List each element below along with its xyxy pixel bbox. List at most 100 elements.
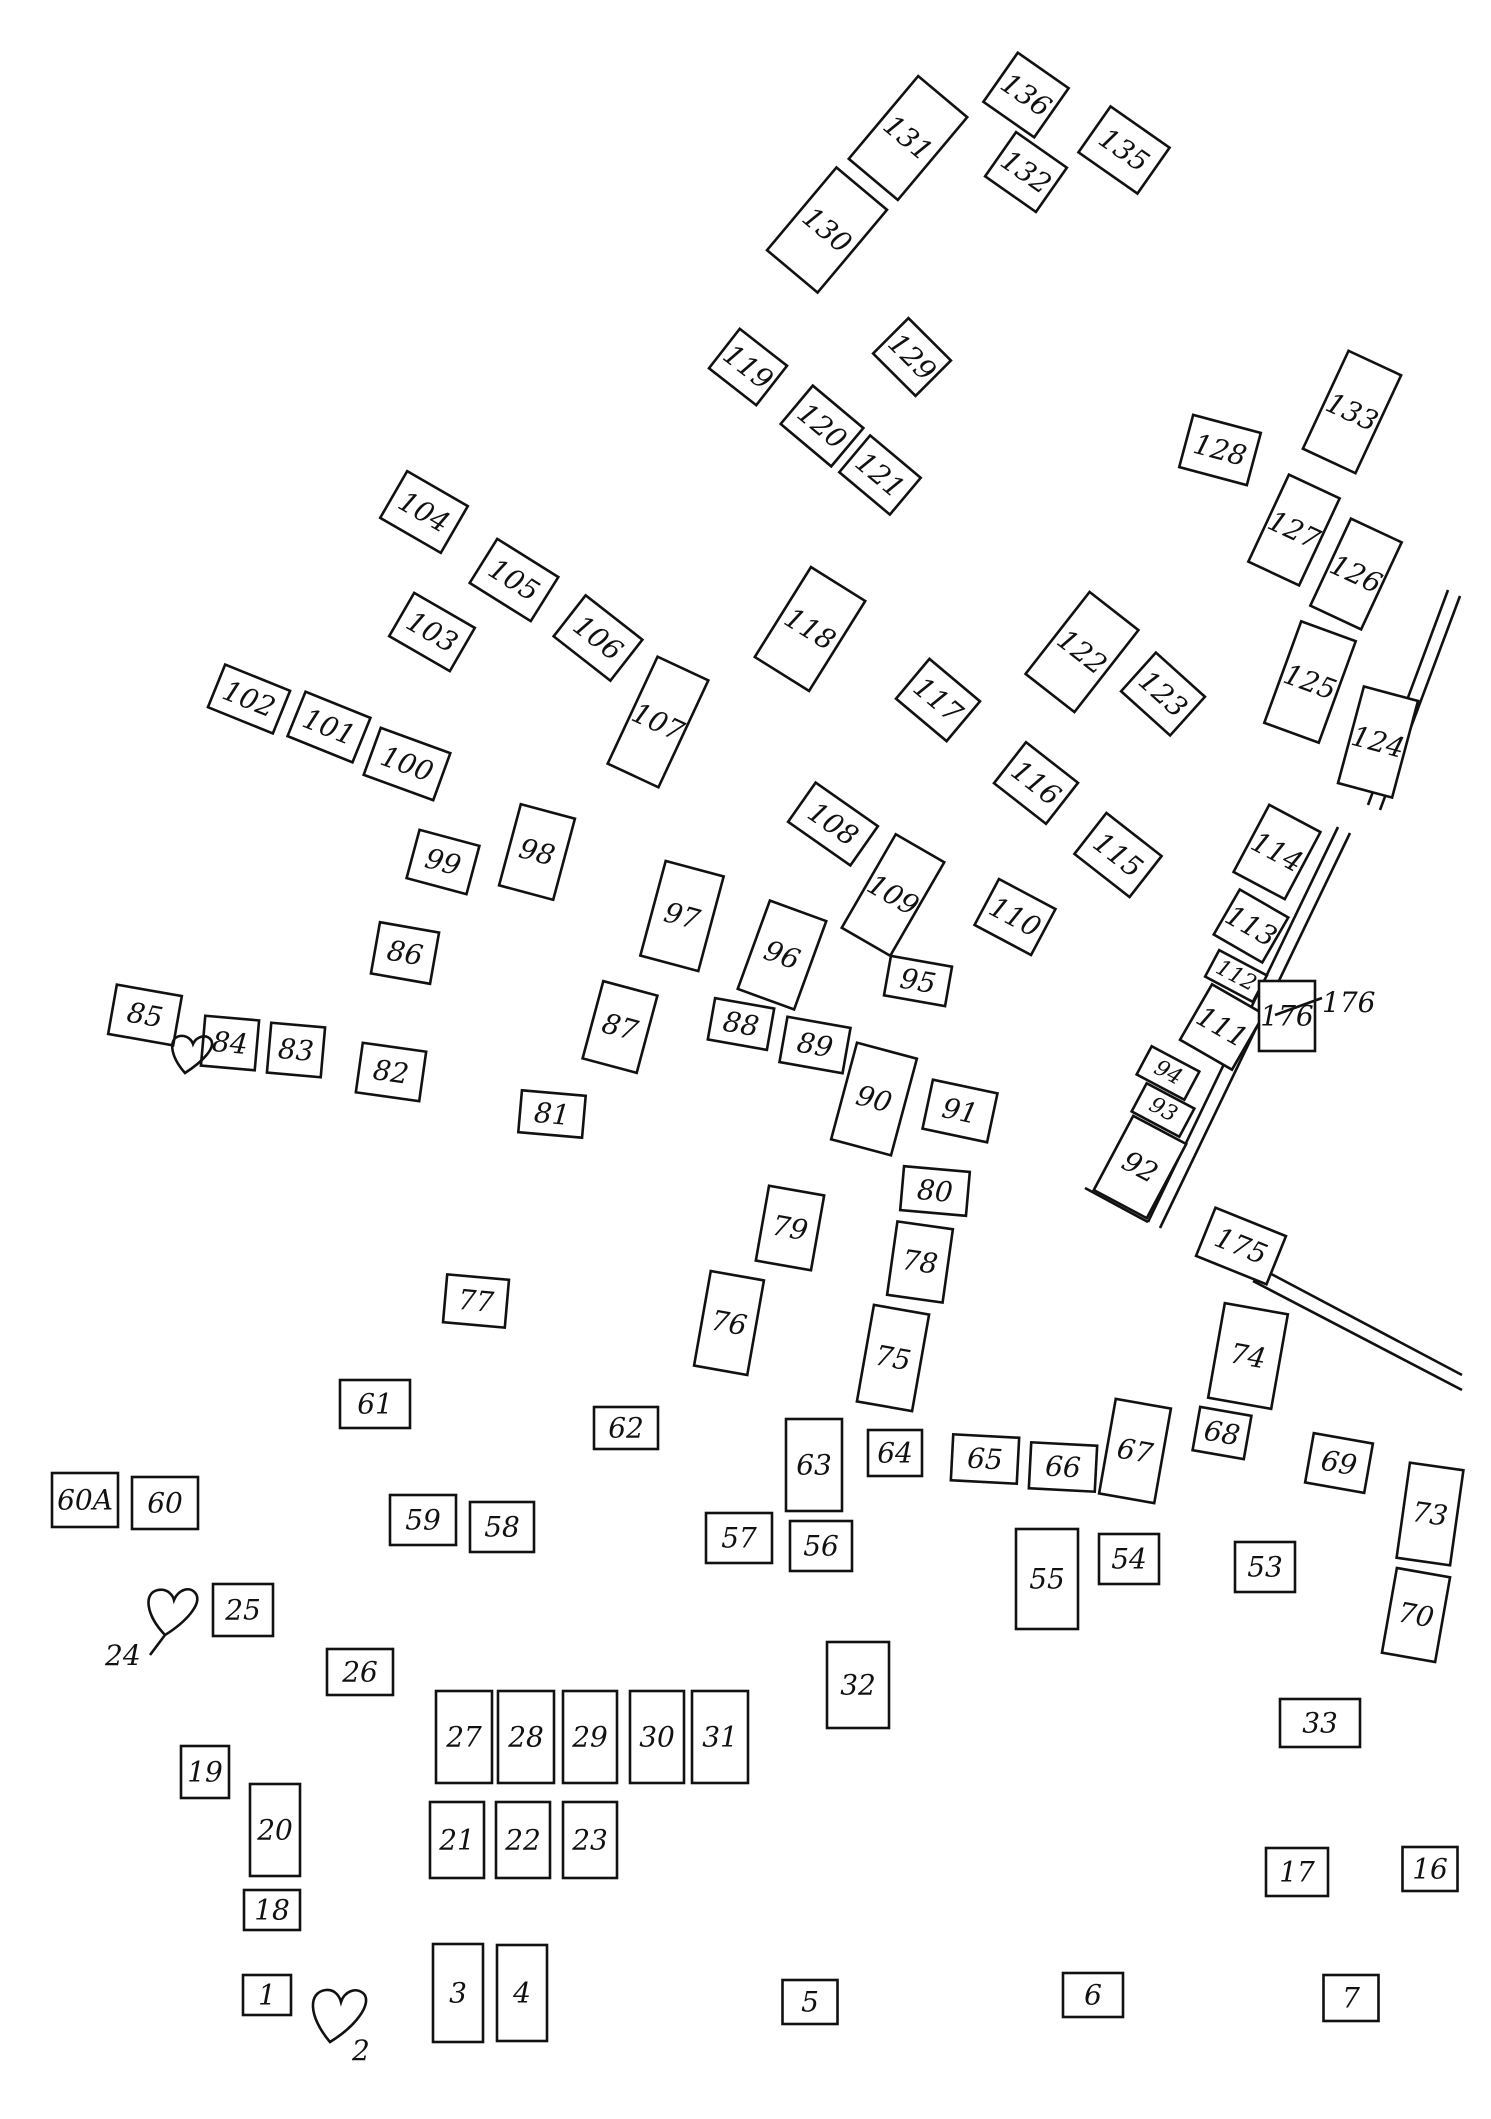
lot-box[interactable] bbox=[778, 383, 866, 469]
lot-box[interactable] bbox=[468, 1500, 536, 1554]
lot-box[interactable] bbox=[704, 1511, 774, 1565]
lot-94[interactable]: 94 bbox=[1134, 1044, 1202, 1102]
lot-33[interactable]: 33 bbox=[1278, 1697, 1362, 1749]
lot-53[interactable]: 53 bbox=[1233, 1540, 1297, 1594]
lot-66[interactable]: 66 bbox=[1027, 1440, 1099, 1494]
lot-95[interactable]: 95 bbox=[882, 954, 954, 1008]
lot-box[interactable] bbox=[179, 1744, 231, 1800]
lot-box[interactable] bbox=[839, 832, 947, 958]
lot-6[interactable]: 6 bbox=[1061, 1971, 1125, 2019]
lot-box[interactable] bbox=[561, 1800, 619, 1880]
lot-box[interactable] bbox=[434, 1689, 494, 1785]
lot-box[interactable] bbox=[781, 1978, 839, 2026]
lot-125[interactable]: 125 bbox=[1262, 619, 1358, 745]
lot-box[interactable] bbox=[516, 1088, 588, 1140]
lot-107[interactable]: 107 bbox=[605, 654, 711, 790]
lot-box[interactable] bbox=[707, 327, 789, 407]
lot-119[interactable]: 119 bbox=[707, 327, 789, 407]
lot-box[interactable] bbox=[1134, 1044, 1202, 1102]
lot-133[interactable]: 133 bbox=[1301, 349, 1403, 475]
lot-box[interactable] bbox=[1014, 1527, 1080, 1631]
lot-box[interactable] bbox=[285, 689, 373, 765]
lot-box[interactable] bbox=[846, 74, 970, 202]
lot-75[interactable]: 75 bbox=[855, 1303, 931, 1413]
lot-22[interactable]: 22 bbox=[494, 1800, 552, 1880]
lot-28[interactable]: 28 bbox=[496, 1689, 556, 1785]
lot-box[interactable] bbox=[495, 1943, 549, 2043]
lot-box[interactable] bbox=[1027, 1440, 1099, 1494]
lot-73[interactable]: 73 bbox=[1395, 1461, 1465, 1567]
lot-101[interactable]: 101 bbox=[285, 689, 373, 765]
lot-box[interactable] bbox=[882, 954, 954, 1008]
lot-98[interactable]: 98 bbox=[497, 802, 577, 902]
lot-127[interactable]: 127 bbox=[1246, 472, 1342, 588]
lot-123[interactable]: 123 bbox=[1119, 650, 1207, 738]
lot-3[interactable]: 3 bbox=[431, 1942, 485, 2044]
lot-57[interactable]: 57 bbox=[704, 1511, 774, 1565]
lot-box[interactable] bbox=[784, 1417, 844, 1513]
lot-129[interactable]: 129 bbox=[871, 316, 953, 398]
lot-63[interactable]: 63 bbox=[784, 1417, 844, 1513]
lot-114[interactable]: 114 bbox=[1231, 803, 1323, 901]
lot-132[interactable]: 132 bbox=[983, 130, 1069, 214]
lot-box[interactable] bbox=[130, 1475, 200, 1531]
lot-97[interactable]: 97 bbox=[638, 859, 726, 973]
lot-box[interactable] bbox=[1072, 811, 1164, 899]
lot-67[interactable]: 67 bbox=[1097, 1397, 1173, 1505]
lot-108[interactable]: 108 bbox=[786, 780, 880, 868]
lot-box[interactable] bbox=[428, 1800, 486, 1880]
lot-box[interactable] bbox=[920, 1078, 1000, 1144]
lot-65[interactable]: 65 bbox=[949, 1432, 1021, 1486]
lot-31[interactable]: 31 bbox=[690, 1689, 750, 1785]
lot-89[interactable]: 89 bbox=[777, 1015, 853, 1075]
lot-62[interactable]: 62 bbox=[592, 1405, 660, 1451]
lot-box[interactable] bbox=[1336, 684, 1420, 800]
lot-box[interactable] bbox=[1097, 1532, 1161, 1586]
lot-box[interactable] bbox=[106, 983, 184, 1047]
lot-box[interactable] bbox=[1076, 104, 1172, 196]
lot-105[interactable]: 105 bbox=[467, 537, 561, 623]
lot-box[interactable] bbox=[325, 1647, 395, 1697]
lot-54[interactable]: 54 bbox=[1097, 1532, 1161, 1586]
lot-box[interactable] bbox=[497, 802, 577, 902]
lot-86[interactable]: 86 bbox=[369, 920, 441, 986]
lot-box[interactable] bbox=[692, 1269, 766, 1377]
lot-box[interactable] bbox=[992, 740, 1080, 826]
lot-59[interactable]: 59 bbox=[388, 1493, 458, 1547]
lot-80[interactable]: 80 bbox=[898, 1164, 972, 1218]
lot-113[interactable]: 113 bbox=[1211, 887, 1291, 965]
lot-23[interactable]: 23 bbox=[561, 1800, 619, 1880]
lot-box[interactable] bbox=[786, 780, 880, 868]
lot-box[interactable] bbox=[788, 1519, 854, 1573]
lot-box[interactable] bbox=[551, 593, 645, 683]
lot-7[interactable]: 7 bbox=[1322, 1973, 1380, 2023]
lot-box[interactable] bbox=[338, 1378, 412, 1430]
lot-19[interactable]: 19 bbox=[179, 1744, 231, 1800]
lot-78[interactable]: 78 bbox=[885, 1219, 955, 1305]
lot-box[interactable] bbox=[1322, 1973, 1380, 2023]
lot-69[interactable]: 69 bbox=[1303, 1431, 1375, 1495]
lot-106[interactable]: 106 bbox=[551, 593, 645, 683]
lot-box[interactable] bbox=[248, 1782, 302, 1878]
lot-25[interactable]: 25 bbox=[211, 1582, 275, 1638]
lot-box[interactable] bbox=[561, 1689, 619, 1785]
lot-32[interactable]: 32 bbox=[825, 1640, 891, 1730]
lot-box[interactable] bbox=[1303, 1431, 1375, 1495]
lot-128[interactable]: 128 bbox=[1177, 413, 1263, 487]
lot-box[interactable] bbox=[441, 1272, 511, 1330]
lot-91[interactable]: 91 bbox=[920, 1078, 1000, 1144]
lot-131[interactable]: 131 bbox=[846, 74, 970, 202]
lot-box[interactable] bbox=[404, 828, 482, 896]
lot-box[interactable] bbox=[983, 130, 1069, 214]
lot-124[interactable]: 124 bbox=[1336, 684, 1420, 800]
lot-box[interactable] bbox=[972, 877, 1058, 957]
lot-117[interactable]: 117 bbox=[894, 657, 982, 743]
lot-box[interactable] bbox=[1278, 1697, 1362, 1749]
lot-21[interactable]: 21 bbox=[428, 1800, 486, 1880]
lot-box[interactable] bbox=[199, 1014, 261, 1072]
lot-box[interactable] bbox=[388, 1493, 458, 1547]
lot-box[interactable] bbox=[638, 859, 726, 973]
lot-box[interactable] bbox=[1178, 982, 1266, 1072]
lot-82[interactable]: 82 bbox=[354, 1041, 428, 1103]
lot-box[interactable] bbox=[1395, 1461, 1465, 1567]
